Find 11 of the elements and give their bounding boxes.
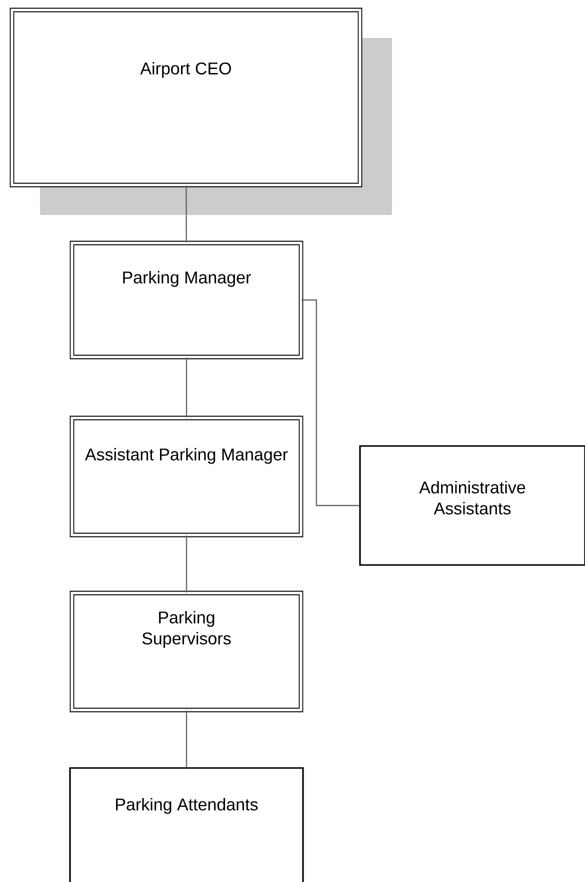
role-box: Parking Manager (70, 240, 304, 360)
connector-line (301, 299, 360, 506)
connector-line (186, 185, 187, 243)
role-box: Administrative Assistants (359, 445, 585, 566)
role-box: Assistant Parking Manager (70, 416, 304, 538)
role-box: Parking Attendants (69, 767, 304, 882)
connector-line (186, 357, 188, 418)
role-box: Parking Supervisors (70, 590, 304, 712)
connector-line (186, 710, 188, 768)
connector-line (186, 535, 188, 593)
role-box: Airport CEO (10, 8, 392, 215)
